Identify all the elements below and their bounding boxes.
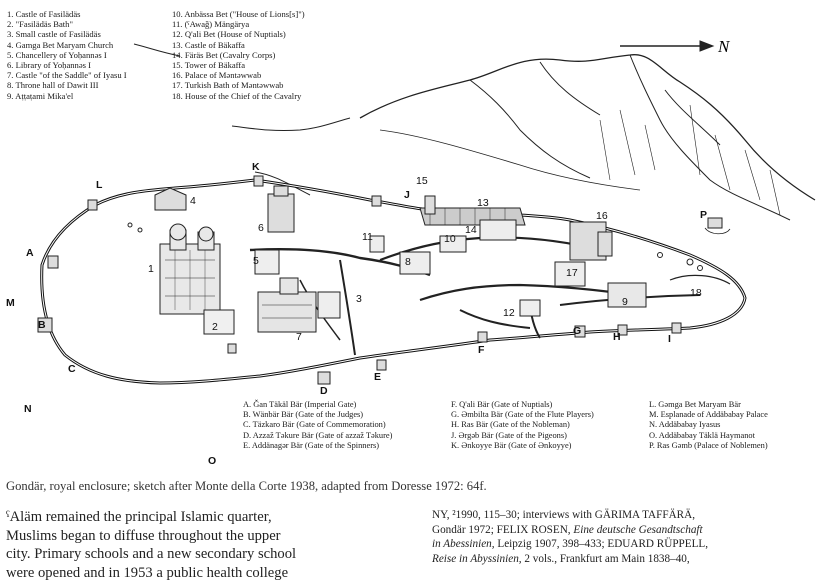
gate-legend-item: H. Ras Bär (Gate of the Nobleman): [451, 420, 570, 430]
bib-title: Eine deutsche Gesandtschaft: [573, 523, 703, 536]
map-number-3: 3: [356, 293, 362, 305]
body-text-right: NY, ²1990, 115–30; interviews with GÄRIM…: [432, 508, 816, 567]
body-line: were opened and in 1953 a public health …: [6, 564, 289, 581]
north-label: N: [717, 37, 731, 56]
building-legend-item: 3. Small castle of Fasilädäs: [7, 29, 101, 40]
building-legend-item: 9. Aṭṭaṭami Mika'el: [7, 90, 74, 101]
gate-legend-col-1: A. Ǧan Täkäl Bär (Imperial Gate)B. Wänbä…: [243, 400, 392, 451]
map-number-5: 5: [253, 255, 259, 267]
gate-letter-M: M: [6, 297, 15, 309]
gate-legend-item: C. Täzkaro Bär (Gate of Commemoration): [243, 420, 386, 430]
map-number-15: 15: [416, 175, 428, 187]
figure-caption: Gondär, royal enclosure; sketch after Mo…: [6, 479, 487, 493]
building-legend-item: 14. Färäs Bet (Cavalry Corps): [172, 49, 276, 60]
map-number-6: 6: [258, 222, 264, 234]
map-number-1: 1: [148, 263, 154, 275]
bibliography-line: Reise in Abyssinien, 2 vols., Frankfurt …: [432, 552, 816, 567]
gate-legend-item: P. Ras Gəmb (Palace of Noblemen): [649, 440, 768, 450]
gate-legend-item: B. Wänbär Bär (Gate of the Judges): [243, 410, 364, 420]
gate-legend-item: A. Ǧan Täkäl Bär (Imperial Gate): [243, 400, 357, 409]
building-legend-item: 13. Castle of Bäkaffa: [172, 39, 245, 50]
building-legend-item: 8. Throne hall of Dawit III: [7, 80, 99, 91]
building-legend-item: 2. "Fasilädäs Bath": [7, 19, 73, 30]
gate-legend-item: G. Əmbilta Bär (Gate of the Flute Player…: [451, 410, 594, 420]
gate-letter-F: F: [478, 344, 485, 356]
map-number-8: 8: [405, 256, 411, 268]
bib-text: Gondär 1972; FELIX ROSEN,: [432, 523, 574, 536]
building-legend-item: 15. Tower of Bäkaffa: [172, 60, 246, 71]
body-line: city. Primary schools and a new secondar…: [6, 546, 297, 562]
map-number-16: 16: [596, 210, 608, 222]
building-legend-col-2: 10. Anbässa Bet ("House of Lions[s]")11.…: [172, 9, 367, 101]
bib-title: Reise in Abyssinien,: [432, 553, 522, 566]
gate-letter-I: I: [668, 333, 671, 345]
gate-legend-item: K. Ənkoyye Bär (Gate of Ənkoyye): [451, 440, 572, 450]
gate-legend-item: M. Esplanade of Addäbabay Palace: [649, 410, 768, 420]
building-legend-item: 1. Castle of Fasilädäs: [7, 9, 81, 19]
building-legend-item: 12. Q'ali Bet (House of Nuptials): [172, 29, 286, 40]
building-legend-item: 6. Library of Yoḥannəs I: [7, 60, 92, 71]
body-line: ˁAläm remained the principal Islamic qua…: [6, 509, 272, 525]
map-number-7: 7: [296, 331, 302, 343]
map-number-12: 12: [503, 307, 515, 319]
gate-legend-col-2: F. Q'ali Bär (Gate of Nuptials)G. Əmbilt…: [451, 400, 594, 451]
bibliography-line: in Abessinien, Leipzig 1907, 398–433; ED…: [432, 537, 816, 552]
gate-legend-item: L. Gəmga Bet Maryam Bär: [649, 400, 741, 409]
building-legend-item: 17. Turkish Bath of Məntəwwab: [172, 80, 284, 91]
gate-legend-item: J. Ərgəb Bär (Gate of the Pigeons): [451, 430, 567, 440]
gate-letter-G: G: [573, 325, 581, 337]
bib-text: Leipzig 1907, 398–433; EDUARD RÜPPELL,: [494, 538, 709, 551]
building-legend-item: 11. (ˁAwaǧ) Mängärya: [172, 19, 250, 30]
building-legend-item: 5. Chancellery of Yoḥannəs I: [7, 49, 107, 60]
gate-legend-item: E. Addänagər Bär (Gate of the Spinners): [243, 440, 380, 450]
gate-letter-B: B: [38, 319, 46, 331]
gate-letter-A: A: [26, 247, 34, 259]
body-text-left: ˁAläm remained the principal Islamic qua…: [6, 508, 406, 582]
building-legend-item: 7. Castle "of the Saddle" of Iyasu I: [7, 70, 127, 81]
map-number-2: 2: [212, 321, 218, 333]
gate-letter-N: N: [24, 403, 32, 415]
royal-enclosure-figure: N 1 2 3 4 5 6 7 8 9 10 11 12 13 14 15 16…: [6, 9, 816, 467]
map-number-18: 18: [690, 287, 702, 299]
enclosure-sketch: N 1 2 3 4 5 6 7 8 9 10 11 12 13 14 15 16…: [6, 37, 816, 467]
bib-text: 2 vols., Frankfurt am Main 1838–40,: [521, 553, 690, 566]
map-number-10: 10: [444, 233, 456, 245]
gate-legend-item: O. Addäbabay Täklä Haymanot: [649, 430, 755, 440]
map-number-4: 4: [190, 195, 196, 207]
bib-text: NY, ²1990, 115–30; interviews with GÄRIM…: [432, 509, 695, 521]
building-legend-item: 4. Gamga Bet Maryam Church: [7, 39, 114, 50]
gate-legend-item: N. Addäbabay Iyasus: [649, 420, 721, 430]
gate-legend-item: D. Azzaž Təkure Bär (Gate of azzaž Təkur…: [243, 430, 393, 440]
map-number-11: 11: [362, 231, 373, 243]
castle-fasiladas: [159, 223, 221, 315]
gate-letter-O: O: [208, 455, 216, 467]
bibliography-line: NY, ²1990, 115–30; interviews with GÄRIM…: [432, 508, 816, 523]
building-legend-item: 16. Palace of Məntəwwab: [172, 70, 262, 81]
gate-letter-J: J: [404, 189, 410, 201]
gate-letter-P: P: [700, 209, 707, 221]
gate-letter-L: L: [96, 179, 103, 191]
map-number-14: 14: [465, 224, 477, 236]
gate-letter-K: K: [252, 161, 260, 173]
map-number-9: 9: [622, 296, 628, 308]
building-legend-item: 18. House of the Chief of the Cavalry: [172, 90, 302, 101]
gate-legend-item: F. Q'ali Bär (Gate of Nuptials): [451, 400, 553, 409]
bibliography-line: Gondär 1972; FELIX ROSEN, Eine deutsche …: [432, 523, 816, 538]
map-number-17: 17: [566, 267, 578, 279]
gate-letter-D: D: [320, 385, 328, 397]
body-line: Muslims began to diffuse throughout the …: [6, 527, 281, 544]
gate-letter-E: E: [374, 371, 381, 383]
bib-title: in Abessinien,: [432, 538, 495, 551]
building-legend-item: 10. Anbässa Bet ("House of Lions[s]"): [172, 9, 305, 19]
gate-letter-C: C: [68, 363, 76, 375]
gate-letter-H: H: [613, 331, 621, 343]
map-number-13: 13: [477, 197, 489, 209]
